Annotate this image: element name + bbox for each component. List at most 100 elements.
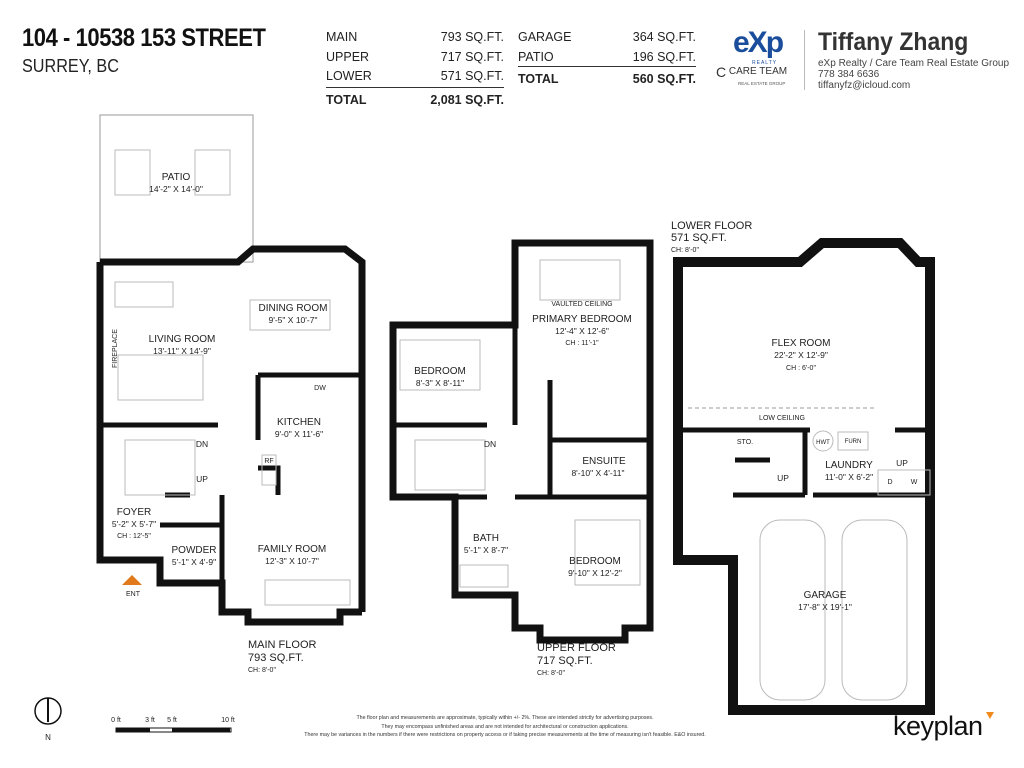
low-ceiling-label: LOW CEILING <box>759 415 805 422</box>
scale-bar-segment <box>116 728 150 732</box>
scale-tick: 3 ft <box>145 717 155 724</box>
room-dims: 13'-11" X 14'-9" <box>153 346 211 356</box>
room-name: DINING ROOM <box>259 303 328 314</box>
room-name: FOYER <box>117 507 151 518</box>
agent-email: tiffanyfz@icloud.com <box>818 80 911 91</box>
sofa-icon <box>114 281 174 308</box>
agent-company: eXp Realty / Care Team Real Estate Group <box>818 58 1010 69</box>
keyplan-logo: keyplan <box>893 711 983 741</box>
room-name: FAMILY ROOM <box>258 544 327 555</box>
scale-bar-segment <box>172 728 230 732</box>
scale-tick: 10 ft <box>221 717 235 724</box>
disclaimer-line: There may be variances in the numbers if… <box>304 732 706 738</box>
room-dims: 9'-5" X 10'-7" <box>269 315 318 325</box>
exp-realty-sub: REALTY <box>752 60 778 66</box>
stairs-icon <box>124 439 196 496</box>
room-dims: 11'-0" X 6'-2" <box>825 472 873 482</box>
room-dims: 9'-10" X 12'-2" <box>568 568 622 578</box>
room-name: FLEX ROOM <box>772 338 831 349</box>
room-dims: 5'-1" X 8'-7" <box>464 545 508 555</box>
area-value: 793 SQ.FT. <box>440 30 504 44</box>
hwt-label: HWT <box>816 440 830 446</box>
floor-title: LOWER FLOOR <box>671 220 752 232</box>
fridge-icon <box>261 454 277 486</box>
care-team-text: CARE TEAM <box>728 66 788 77</box>
fixtures <box>114 149 931 701</box>
car-icon <box>841 519 908 701</box>
area-value: 364 SQ.FT. <box>632 30 696 44</box>
walls <box>96 114 935 715</box>
floor-title: UPPER FLOOR <box>537 642 616 654</box>
care-c-icon: C <box>716 64 727 80</box>
patio-chair-icon <box>194 149 231 196</box>
stairs-down-label: DN <box>196 439 208 449</box>
entrance-marker-icon <box>122 575 142 585</box>
dining-table-icon <box>249 299 331 331</box>
floor-area: 793 SQ.FT. <box>248 652 304 664</box>
room-name: PATIO <box>162 172 191 183</box>
fridge-label: RF <box>264 458 273 465</box>
exp-realty-logo: eXp <box>733 26 784 59</box>
room-name: KITCHEN <box>277 417 321 428</box>
room-dims: 12'-4" X 12'-6" <box>555 326 609 336</box>
bathtub-icon <box>459 564 509 588</box>
room-ceiling: CH : 12'-5" <box>117 533 151 540</box>
care-team-logo: C CARE TEAM <box>716 65 787 79</box>
room-dims: 5'-1" X 4'-9" <box>172 557 216 567</box>
floor-title: MAIN FLOOR <box>248 639 317 651</box>
washer-dryer-icon <box>877 469 931 496</box>
upper-interior-walls <box>393 325 650 500</box>
room-name: PRIMARY BEDROOM <box>532 314 632 325</box>
room-dims: 12'-3" X 10'-7" <box>265 556 319 566</box>
stairs-up-label: UP <box>777 473 789 483</box>
main-wall-outer <box>96 262 362 626</box>
address-line-1: 104 - 10538 153 STREET <box>22 24 266 52</box>
lower-interior-walls <box>678 427 930 498</box>
disclaimer-line: They may encompass unfinished areas and … <box>381 723 629 730</box>
room-dims: 9'-0" X 11'-6" <box>275 429 323 439</box>
family-sofa-icon <box>264 579 351 606</box>
room-dims: 5'-2" X 5'-7" <box>112 519 156 529</box>
divider <box>804 30 805 90</box>
bed-icon <box>574 519 641 586</box>
sectional-icon <box>117 354 204 401</box>
address-line-2: SURREY, BC <box>22 56 119 76</box>
keyplan-accent-icon <box>986 712 994 719</box>
main-wall-top <box>100 245 366 612</box>
room-dims: 8'-3" X 8'-11" <box>416 378 464 388</box>
area-value: 2,081 SQ.FT. <box>430 93 504 107</box>
floor-ceiling: CH: 8'-0" <box>537 670 565 677</box>
hwt-icon <box>812 430 834 452</box>
furnace-label: FURN <box>845 439 862 445</box>
divider <box>326 87 504 88</box>
room-name: STO. <box>737 439 753 446</box>
floor-ceiling: CH: 8'-0" <box>248 667 276 674</box>
divider <box>518 66 696 67</box>
bed-icon <box>399 339 481 391</box>
room-name: LAUNDRY <box>825 460 873 471</box>
area-label: TOTAL <box>518 72 559 86</box>
room-note: VAULTED CEILING <box>551 301 612 308</box>
room-ceiling: CH : 11'-1" <box>565 340 599 347</box>
north-label: N <box>45 733 51 742</box>
disclaimer: The floor plan and measurements are appr… <box>260 714 750 740</box>
lower-wall-outer <box>673 238 935 715</box>
patio-chair-icon <box>114 149 151 196</box>
disclaimer-line: The floor plan and measurements are appr… <box>356 715 654 721</box>
scale-tick: 5 ft <box>167 717 177 724</box>
area-value: 196 SQ.FT. <box>632 50 696 64</box>
room-dims: 17'-8" X 19'-1" <box>798 602 852 612</box>
upper-wall-outer <box>389 239 654 644</box>
floor-area: 571 SQ.FT. <box>671 232 727 244</box>
stairs-down-label: DN <box>484 439 496 449</box>
room-name: BEDROOM <box>414 366 466 377</box>
area-label: TOTAL <box>326 93 367 107</box>
stairs-up-label: UP <box>896 458 908 468</box>
entrance-label: ENT <box>126 591 141 598</box>
stairs-up-label: UP <box>196 474 208 484</box>
floor-area: 717 SQ.FT. <box>537 655 593 667</box>
